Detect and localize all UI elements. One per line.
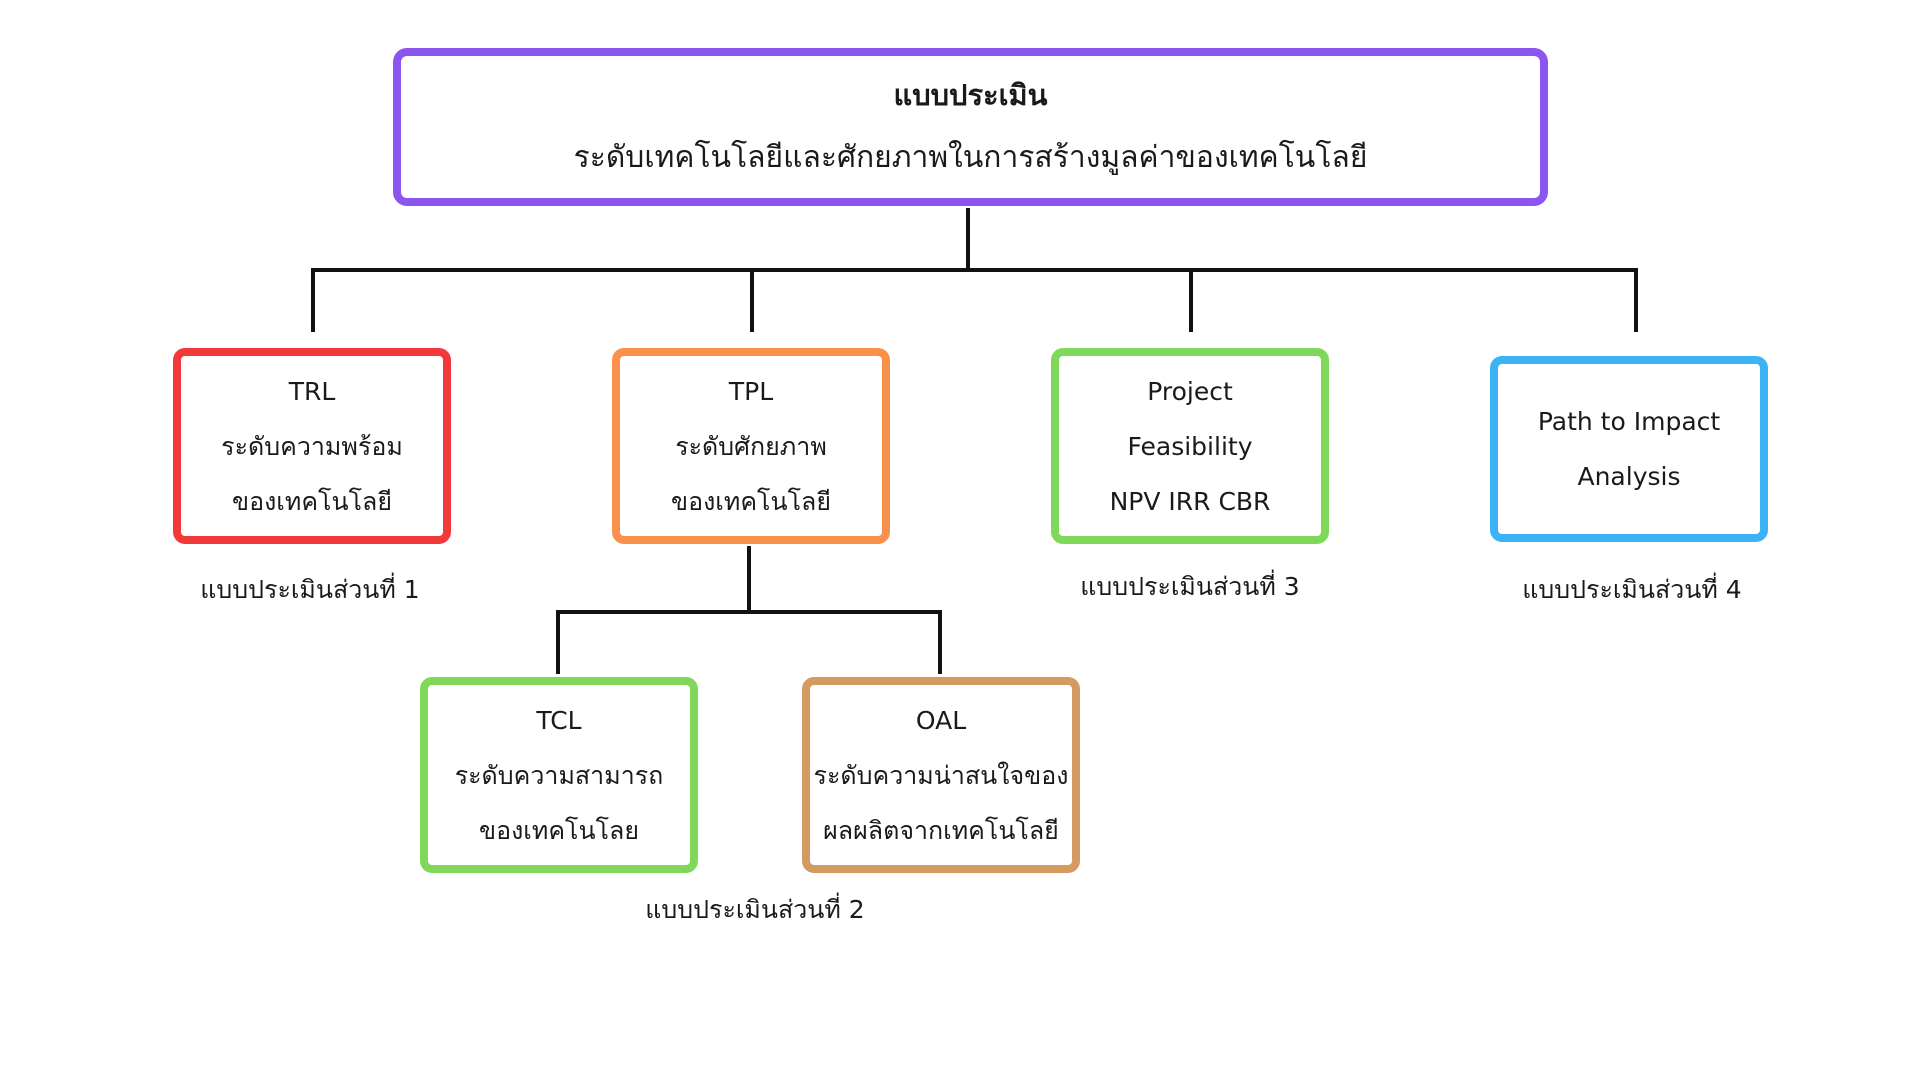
root-subtitle: ระดับเทคโนโลยีและศักยภาพในการสร้างมูลค่า… bbox=[573, 140, 1368, 175]
caption-part-4: แบบประเมินส่วนที่ 4 bbox=[1522, 575, 1742, 604]
trl-box: TRL ระดับความพร้อม ของเทคโนโลยี bbox=[173, 348, 451, 544]
tcl-box: TCL ระดับความสามารถ ของเทคโนโลย bbox=[420, 677, 698, 873]
tcl-line-2: ระดับความสามารถ bbox=[454, 760, 664, 790]
path-line-2: Analysis bbox=[1577, 462, 1681, 491]
trl-line-2: ระดับความพร้อม bbox=[221, 431, 403, 461]
oal-box: OAL ระดับความน่าสนใจของ ผลผลิตจากเทคโนโล… bbox=[802, 677, 1080, 873]
path-title: Path to Impact bbox=[1537, 407, 1721, 436]
tpl-line-3: ของเทคโนโลยี bbox=[671, 486, 831, 516]
tcl-line-3: ของเทคโนโลย bbox=[479, 815, 639, 845]
root-box: แบบประเมิน ระดับเทคโนโลยีและศักยภาพในการ… bbox=[393, 48, 1548, 206]
path-to-impact-box: Path to Impact Analysis bbox=[1490, 356, 1768, 542]
tcl-title: TCL bbox=[536, 705, 582, 735]
tpl-box: TPL ระดับศักยภาพ ของเทคโนโลยี bbox=[612, 348, 890, 544]
caption-part-3: แบบประเมินส่วนที่ 3 bbox=[1080, 572, 1300, 601]
trl-title: TRL bbox=[288, 376, 336, 406]
tpl-line-2: ระดับศักยภาพ bbox=[675, 431, 827, 461]
oal-line-3: ผลผลิตจากเทคโนโลยี bbox=[823, 815, 1059, 845]
root-title: แบบประเมิน bbox=[893, 78, 1048, 112]
project-line-2: Feasibility bbox=[1127, 431, 1253, 461]
project-feasibility-box: Project Feasibility NPV IRR CBR bbox=[1051, 348, 1329, 544]
trl-line-3: ของเทคโนโลยี bbox=[232, 486, 392, 516]
caption-part-1: แบบประเมินส่วนที่ 1 bbox=[200, 575, 420, 604]
tpl-title: TPL bbox=[728, 376, 774, 406]
project-title: Project bbox=[1147, 376, 1233, 406]
oal-title: OAL bbox=[915, 705, 967, 735]
caption-part-2: แบบประเมินส่วนที่ 2 bbox=[645, 895, 865, 924]
oal-line-2: ระดับความน่าสนใจของ bbox=[813, 760, 1069, 790]
project-line-3: NPV IRR CBR bbox=[1109, 486, 1271, 516]
